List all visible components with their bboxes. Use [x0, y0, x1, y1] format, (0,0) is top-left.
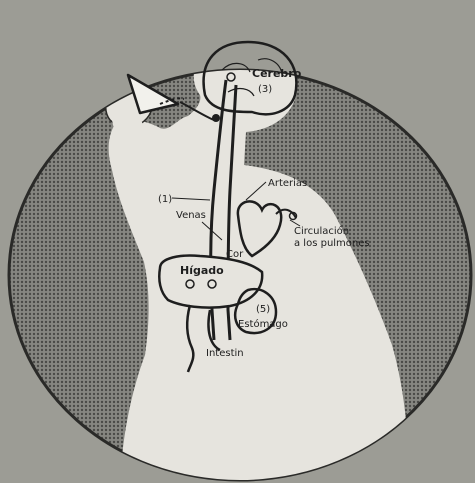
label-liver: Hígado — [180, 264, 224, 277]
label-brain: Cerebro — [252, 67, 302, 80]
marker-neck: (1) — [158, 194, 172, 205]
marker-brain: (3) — [258, 84, 272, 95]
label-stomach: Estómago — [238, 318, 288, 330]
marker-stomach: (5) — [256, 304, 270, 315]
label-lung-circulation-1: Circulación — [294, 225, 349, 237]
label-intestine: Intestin — [206, 348, 244, 359]
label-veins: Venas — [176, 210, 206, 221]
label-arteries: Arterias — [268, 178, 307, 189]
label-lung-circulation-2: a los pulmones — [294, 238, 370, 249]
neck-node — [212, 114, 220, 122]
label-heart: Cor — [226, 249, 244, 260]
